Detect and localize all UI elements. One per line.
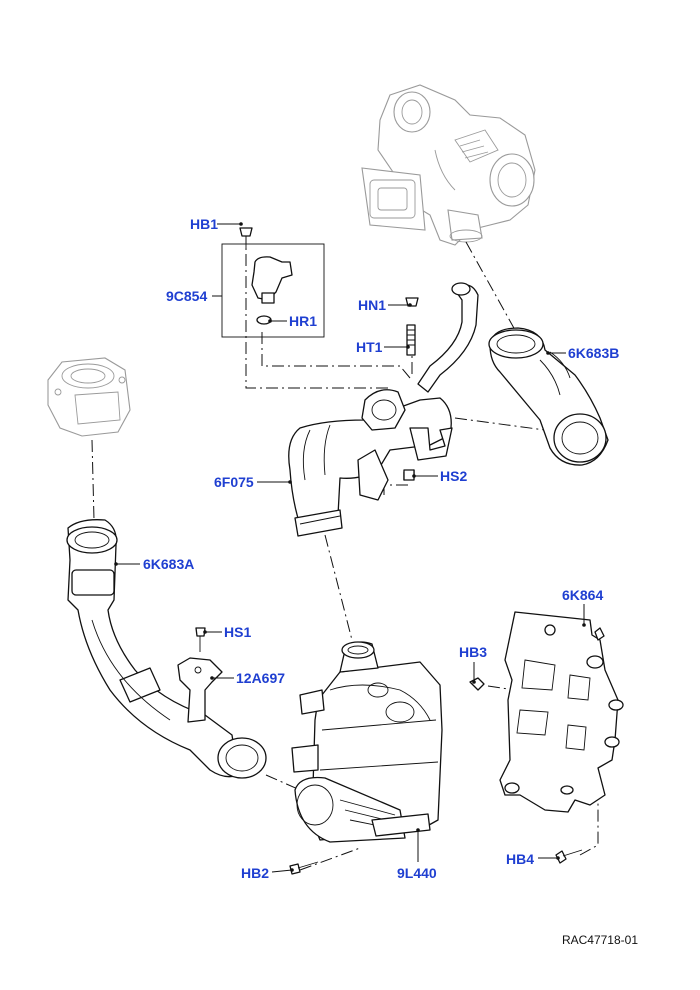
callout-hr1: HR1 bbox=[289, 313, 318, 329]
turbocharger-ghost bbox=[361, 84, 536, 246]
callout-hs2: HS2 bbox=[440, 468, 468, 484]
callout-hb1: HB1 bbox=[190, 216, 219, 232]
bracket-12a697 bbox=[177, 627, 223, 723]
callout-6k683a: 6K683A bbox=[143, 556, 195, 572]
callout-6k864: 6K864 bbox=[562, 587, 604, 603]
assembly-lines bbox=[91, 232, 599, 871]
leader-lines bbox=[114, 222, 586, 873]
callout-6f075: 6F075 bbox=[214, 474, 254, 490]
callout-12a697: 12A697 bbox=[236, 670, 286, 686]
hose-6k683b bbox=[488, 327, 609, 466]
callout-hn1: HN1 bbox=[358, 297, 387, 313]
sensor-9c854 bbox=[221, 227, 325, 338]
breather-tube bbox=[405, 282, 479, 393]
callout-9c854: 9C854 bbox=[166, 288, 208, 304]
callout-9l440: 9L440 bbox=[397, 865, 437, 881]
callout-hb3: HB3 bbox=[459, 644, 488, 660]
diagram-reference-number: RAC47718-01 bbox=[561, 933, 638, 947]
intercooler-9l440 bbox=[291, 641, 443, 843]
pipe-6f075 bbox=[288, 389, 453, 537]
callout-6k683b: 6K683B bbox=[568, 345, 620, 361]
callout-hb4: HB4 bbox=[506, 851, 535, 867]
bracket-6k864 bbox=[499, 611, 624, 813]
throttle-body-ghost bbox=[47, 357, 131, 437]
callout-hb2: HB2 bbox=[241, 865, 270, 881]
callout-ht1: HT1 bbox=[356, 339, 383, 355]
callout-hs1: HS1 bbox=[224, 624, 252, 640]
